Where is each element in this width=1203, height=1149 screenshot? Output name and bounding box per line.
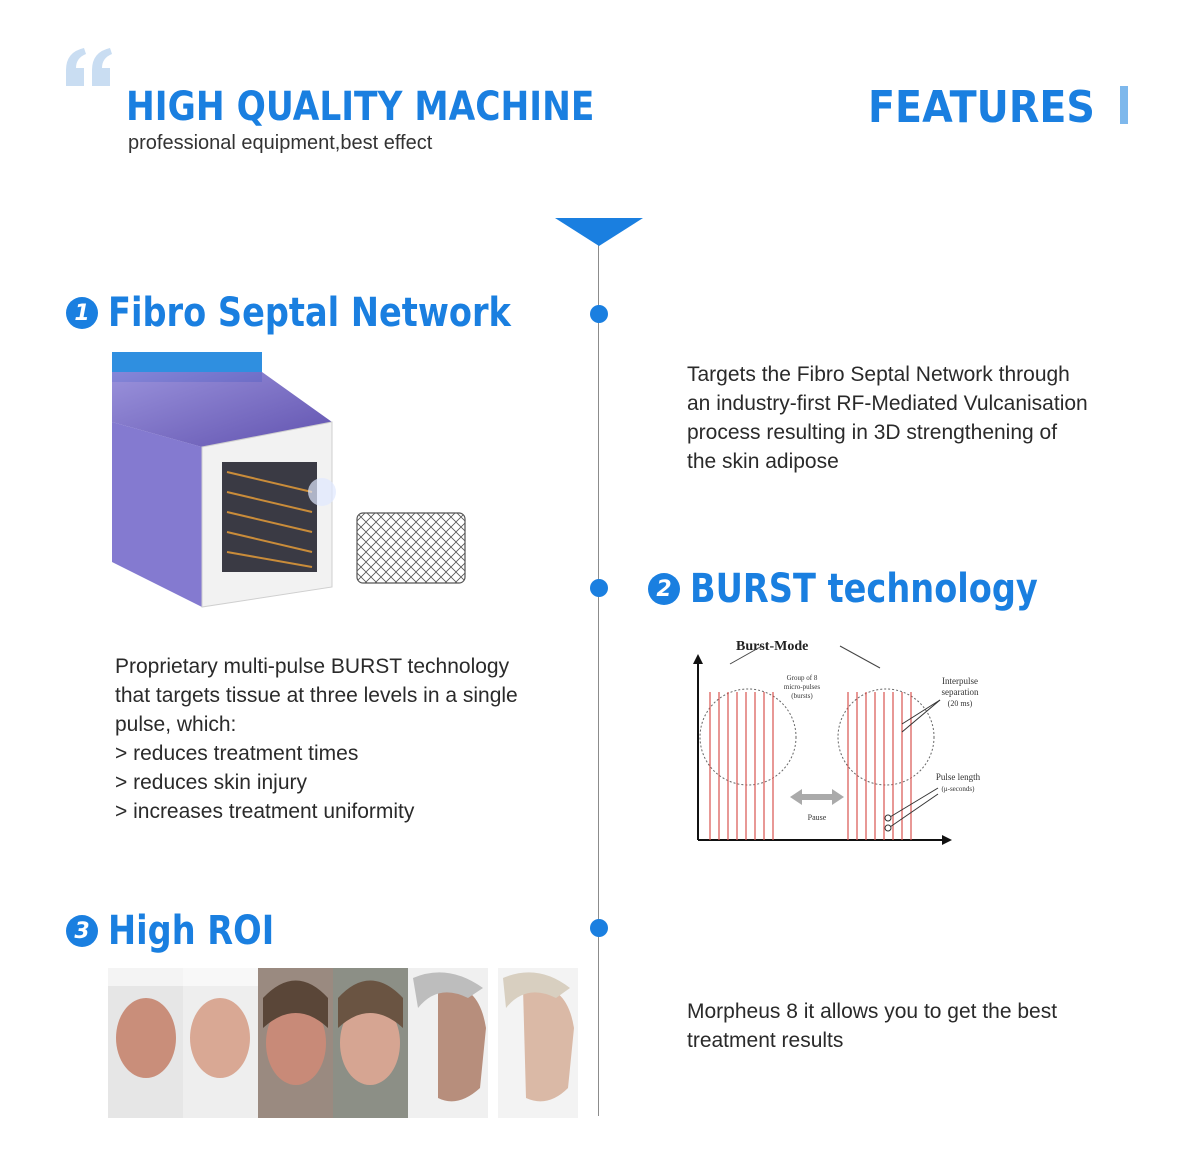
section-1-description: Targets the Fibro Septal Network through…	[687, 363, 1088, 473]
number-badge-2: 2	[648, 573, 680, 605]
svg-text:(μ-seconds): (μ-seconds)	[942, 785, 976, 793]
page-subtitle: professional equipment,best effect	[128, 132, 433, 154]
section-3-title: High ROI	[108, 908, 275, 954]
burst-mode-diagram: Burst-Mode Group of 8 micro-pulses (burs…	[693, 639, 981, 845]
features-accent-bar	[1120, 86, 1128, 124]
burst-diagram-title: Burst-Mode	[736, 639, 808, 654]
timeline-arrow-icon	[555, 218, 643, 246]
section-1-heading: 1 Fibro Septal Network	[66, 290, 588, 336]
section-2-title: BURST technology	[690, 566, 1038, 612]
number-badge-1: 1	[66, 297, 98, 329]
timeline-dot-3	[590, 919, 608, 937]
rf-device-image	[112, 352, 336, 608]
svg-text:separation: separation	[942, 687, 979, 697]
section-3-description: Morpheus 8 it allows you to get the best…	[687, 1000, 1058, 1052]
svg-text:(bursts): (bursts)	[791, 692, 813, 700]
svg-text:Group of 8: Group of 8	[787, 674, 818, 682]
section-2-description: Proprietary multi-pulse BURST technology…	[115, 655, 518, 823]
section-3-heading: 3 High ROI	[66, 908, 306, 954]
svg-text:(20 ms): (20 ms)	[948, 699, 973, 708]
timeline-dot-2	[590, 579, 608, 597]
section-1-title: Fibro Septal Network	[108, 290, 511, 336]
page-title: HIGH QUALITY MACHINE	[126, 84, 595, 130]
timeline-dot-1	[590, 305, 608, 323]
svg-text:Interpulse: Interpulse	[942, 676, 978, 686]
section-2-heading: 2 BURST technology	[648, 566, 1104, 612]
before-after-faces-image	[108, 968, 578, 1118]
timeline-line	[598, 230, 599, 1116]
svg-text:micro-pulses: micro-pulses	[784, 683, 820, 691]
svg-text:Pause: Pause	[808, 813, 827, 822]
svg-text:Pulse length: Pulse length	[936, 772, 981, 782]
number-badge-3: 3	[66, 915, 98, 947]
quote-mark-icon	[66, 48, 112, 86]
mesh-network-image	[356, 512, 466, 584]
features-heading: FEATURES	[868, 82, 1095, 133]
